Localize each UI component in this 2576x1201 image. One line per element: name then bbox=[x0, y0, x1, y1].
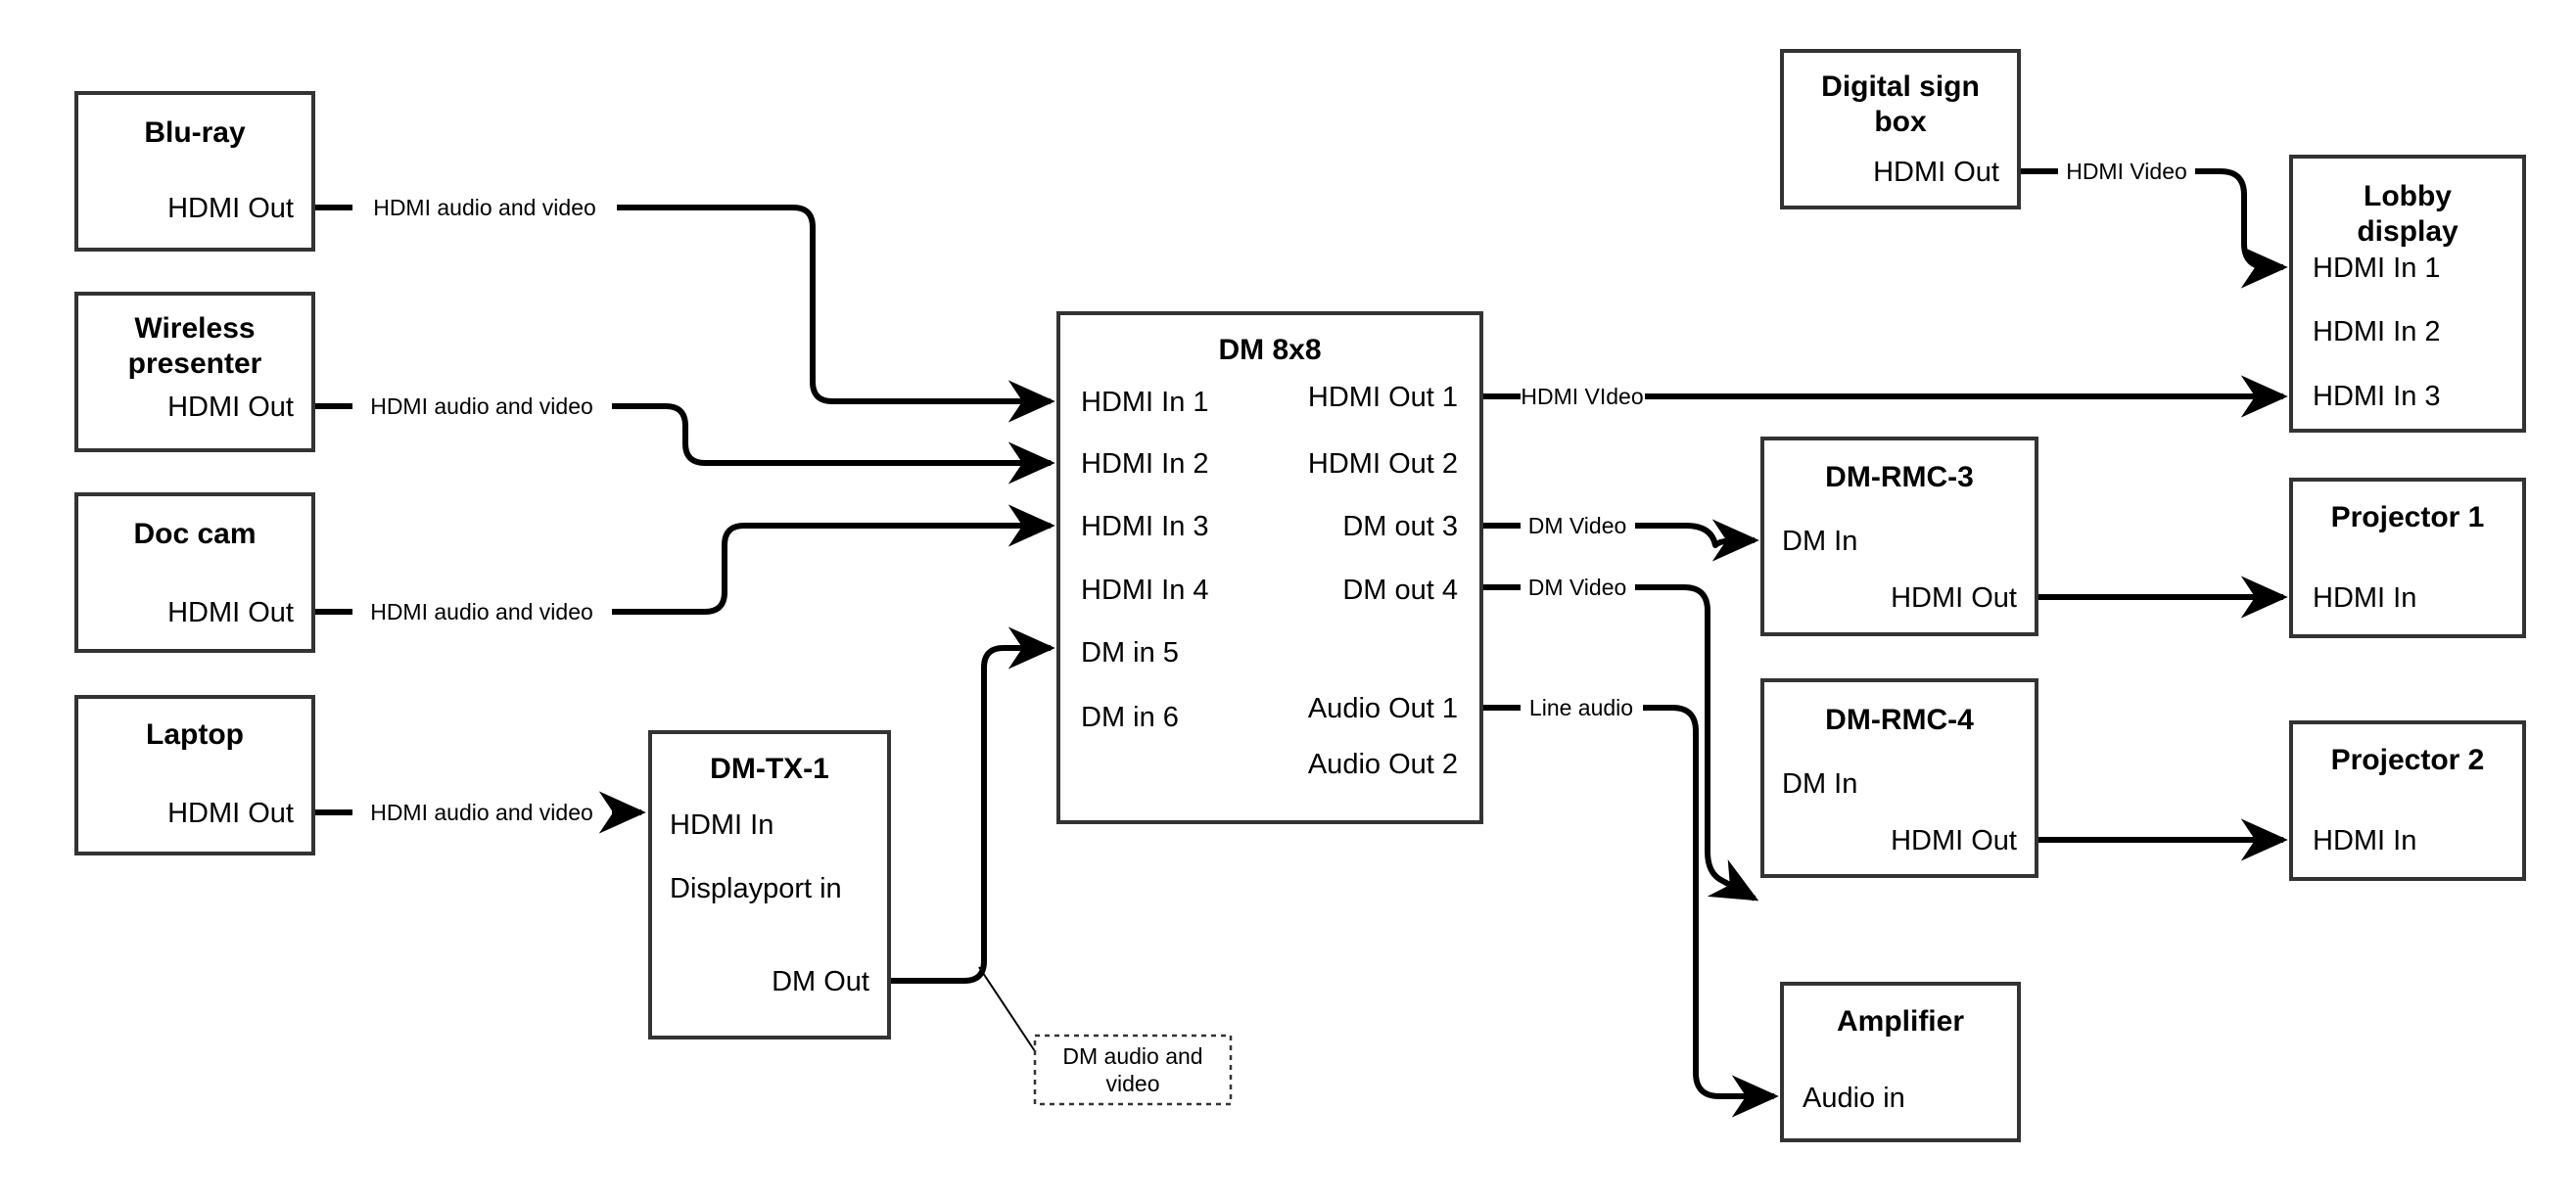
amplifier-box[interactable] bbox=[1780, 982, 2021, 1142]
dm-8x8-input-dm-in-6: DM in 6 bbox=[1081, 702, 1179, 733]
digital-sign-box-title-line1: Digital sign bbox=[1821, 70, 1980, 103]
wireless-presenter-title-line2: presenter bbox=[128, 347, 262, 380]
digital-sign-box-box[interactable] bbox=[1780, 49, 2021, 209]
projector-1-box[interactable] bbox=[2289, 478, 2526, 638]
dm-rmc-3-title: DM-RMC-3 bbox=[1825, 461, 1974, 493]
digital-sign-box-title-line2: box bbox=[1874, 106, 1927, 138]
dm-8x8-input-hdmi-in-4: HDMI In 4 bbox=[1081, 575, 1209, 606]
dm-rmc-4-port-dm-in: DM In bbox=[1782, 768, 1857, 800]
dm-8x8-output-audio-out-2: Audio Out 2 bbox=[1308, 749, 1458, 780]
node-digital-sign-box[interactable]: Digital sign box HDMI Out bbox=[1780, 49, 2021, 209]
edge-label-wireless-to-dm: HDMI audio and video bbox=[370, 393, 593, 419]
node-projector-2[interactable]: Projector 2 HDMI In bbox=[2289, 720, 2526, 881]
note-dm-audio-video-box bbox=[1033, 1034, 1233, 1106]
amplifier-port-audio-in: Audio in bbox=[1803, 1083, 1905, 1114]
dm-tx-1-port-hdmi-in: HDMI In bbox=[670, 809, 773, 841]
dm-8x8-output-dm-out-3: DM out 3 bbox=[1342, 511, 1458, 542]
lobby-display-title-line1: Lobby bbox=[2364, 180, 2452, 212]
dm-rmc-4-port-hdmi-out: HDMI Out bbox=[1891, 825, 2017, 856]
node-bluray[interactable]: Blu-ray HDMI Out bbox=[74, 91, 315, 252]
node-dm-tx-1[interactable]: DM-TX-1 HDMI In Displayport in DM Out bbox=[648, 730, 891, 1039]
projector-1-port-hdmi-in: HDMI In bbox=[2313, 582, 2416, 614]
callout-leader-dm-audio-video bbox=[978, 966, 1036, 1052]
dm-tx-1-title: DM-TX-1 bbox=[710, 753, 829, 785]
node-wireless-presenter[interactable]: Wireless presenter HDMI Out bbox=[74, 292, 315, 452]
link-bluray-to-dm8x8-hdmi-in-1-run bbox=[617, 205, 1055, 423]
node-dm-rmc-3[interactable]: DM-RMC-3 DM In HDMI Out bbox=[1760, 437, 2038, 636]
note-dm-audio-video-line1: DM audio and bbox=[1062, 1043, 1202, 1069]
dm-8x8-input-hdmi-in-1: HDMI In 1 bbox=[1081, 387, 1209, 418]
node-amplifier[interactable]: Amplifier Audio in bbox=[1780, 982, 2021, 1142]
dm-rmc-4-title: DM-RMC-4 bbox=[1825, 704, 1974, 736]
edge-label-audioout1-to-amp: Line audio bbox=[1529, 695, 1633, 720]
dm-rmc-3-port-dm-in: DM In bbox=[1782, 526, 1857, 557]
dm-8x8-input-hdmi-in-3: HDMI In 3 bbox=[1081, 511, 1209, 542]
dm-8x8-title: DM 8x8 bbox=[1218, 334, 1321, 366]
link-doccam-to-dm8x8-hdmi-in-3-run bbox=[612, 504, 1055, 615]
dm-8x8-box[interactable] bbox=[1056, 311, 1483, 824]
bluray-title: Blu-ray bbox=[144, 116, 246, 149]
projector-2-port-hdmi-in: HDMI In bbox=[2313, 825, 2416, 856]
doc-cam-title: Doc cam bbox=[133, 518, 256, 550]
dm-8x8-output-audio-out-1: Audio Out 1 bbox=[1308, 693, 1458, 724]
edge-label-bluray-to-dm: HDMI audio and video bbox=[373, 195, 596, 220]
edge-label-doccam-to-dm: HDMI audio and video bbox=[370, 599, 593, 624]
laptop-port-hdmi-out: HDMI Out bbox=[167, 798, 294, 829]
edge-label-hdmiout1-to-lobby: HDMI VIdeo bbox=[1521, 384, 1643, 409]
edge-label-layer: HDMI audio and video HDMI audio and vide… bbox=[370, 159, 2187, 825]
wireless-presenter-port-hdmi-out: HDMI Out bbox=[167, 392, 294, 423]
lobby-display-input-hdmi-in-3: HDMI In 3 bbox=[2313, 381, 2441, 412]
link-dmtx1-to-dm8x8-dm-in-5 bbox=[889, 626, 1055, 984]
node-dm-rmc-4[interactable]: DM-RMC-4 DM In HDMI Out bbox=[1760, 678, 2038, 878]
link-dm8x8-audioout1-to-amplifier-run bbox=[1643, 705, 1779, 1118]
doc-cam-port-hdmi-out: HDMI Out bbox=[167, 597, 294, 628]
link-wireless-to-dm8x8-hdmi-in-2-run bbox=[612, 403, 1055, 485]
amplifier-title: Amplifier bbox=[1837, 1005, 1964, 1038]
dm-8x8-output-hdmi-out-1: HDMI Out 1 bbox=[1308, 382, 1458, 413]
lobby-display-input-hdmi-in-2: HDMI In 2 bbox=[2313, 316, 2441, 347]
dm-rmc-3-port-hdmi-out: HDMI Out bbox=[1891, 582, 2017, 614]
edge-label-sign-to-lobby: HDMI Video bbox=[2066, 159, 2187, 184]
link-dm8x8-dmout4-to-rmc4-run bbox=[1635, 584, 1759, 901]
laptop-box[interactable] bbox=[74, 695, 315, 855]
link-dm8x8-dmout3-to-rmc3-run bbox=[1635, 519, 1759, 562]
wireless-presenter-title-line1: Wireless bbox=[134, 312, 255, 345]
bluray-port-hdmi-out: HDMI Out bbox=[167, 193, 294, 224]
dm-tx-1-box[interactable] bbox=[648, 730, 891, 1039]
dm-rmc-4-box[interactable] bbox=[1760, 678, 2038, 878]
note-dm-audio-video-line2: video bbox=[1106, 1071, 1160, 1096]
dm-8x8-output-hdmi-out-2: HDMI Out 2 bbox=[1308, 448, 1458, 480]
doc-cam-box[interactable] bbox=[74, 492, 315, 653]
lobby-display-box[interactable] bbox=[2289, 155, 2526, 433]
note-dm-audio-and-video: DM audio and video bbox=[1033, 1034, 1233, 1106]
wireless-presenter-box[interactable] bbox=[74, 292, 315, 452]
node-dm-8x8[interactable]: DM 8x8 HDMI In 1 HDMI In 2 HDMI In 3 HDM… bbox=[1056, 311, 1483, 824]
dm-rmc-3-box[interactable] bbox=[1760, 437, 2038, 636]
dm-8x8-input-dm-in-5: DM in 5 bbox=[1081, 637, 1179, 669]
lobby-display-title-line2: display bbox=[2357, 215, 2459, 248]
bluray-box[interactable] bbox=[74, 91, 315, 252]
dm-8x8-input-hdmi-in-2: HDMI In 2 bbox=[1081, 448, 1209, 480]
laptop-title: Laptop bbox=[146, 718, 244, 751]
projector-2-box[interactable] bbox=[2289, 720, 2526, 881]
digital-sign-box-port-hdmi-out: HDMI Out bbox=[1873, 157, 1999, 188]
edge-label-dmout3-to-rmc3: DM Video bbox=[1528, 513, 1627, 538]
node-lobby-display[interactable]: Lobby display HDMI In 1 HDMI In 2 HDMI I… bbox=[2289, 155, 2526, 433]
node-laptop[interactable]: Laptop HDMI Out bbox=[74, 695, 315, 855]
lobby-display-input-hdmi-in-1: HDMI In 1 bbox=[2313, 253, 2441, 284]
node-projector-1[interactable]: Projector 1 HDMI In bbox=[2289, 478, 2526, 638]
edge-label-dmout4-to-rmc4: DM Video bbox=[1528, 575, 1627, 600]
dm-tx-1-port-dm-out: DM Out bbox=[772, 966, 869, 997]
edge-label-laptop-to-tx: HDMI audio and video bbox=[370, 800, 593, 825]
connection-layer bbox=[313, 168, 2288, 1118]
dm-tx-1-port-displayport-in: Displayport in bbox=[670, 873, 842, 904]
link-sign-to-lobby-hdmi-in-1-run bbox=[2195, 168, 2288, 289]
node-doc-cam[interactable]: Doc cam HDMI Out bbox=[74, 492, 315, 653]
dm-8x8-output-dm-out-4: DM out 4 bbox=[1342, 575, 1458, 606]
projector-2-title: Projector 2 bbox=[2331, 744, 2485, 776]
projector-1-title: Projector 1 bbox=[2331, 501, 2485, 533]
